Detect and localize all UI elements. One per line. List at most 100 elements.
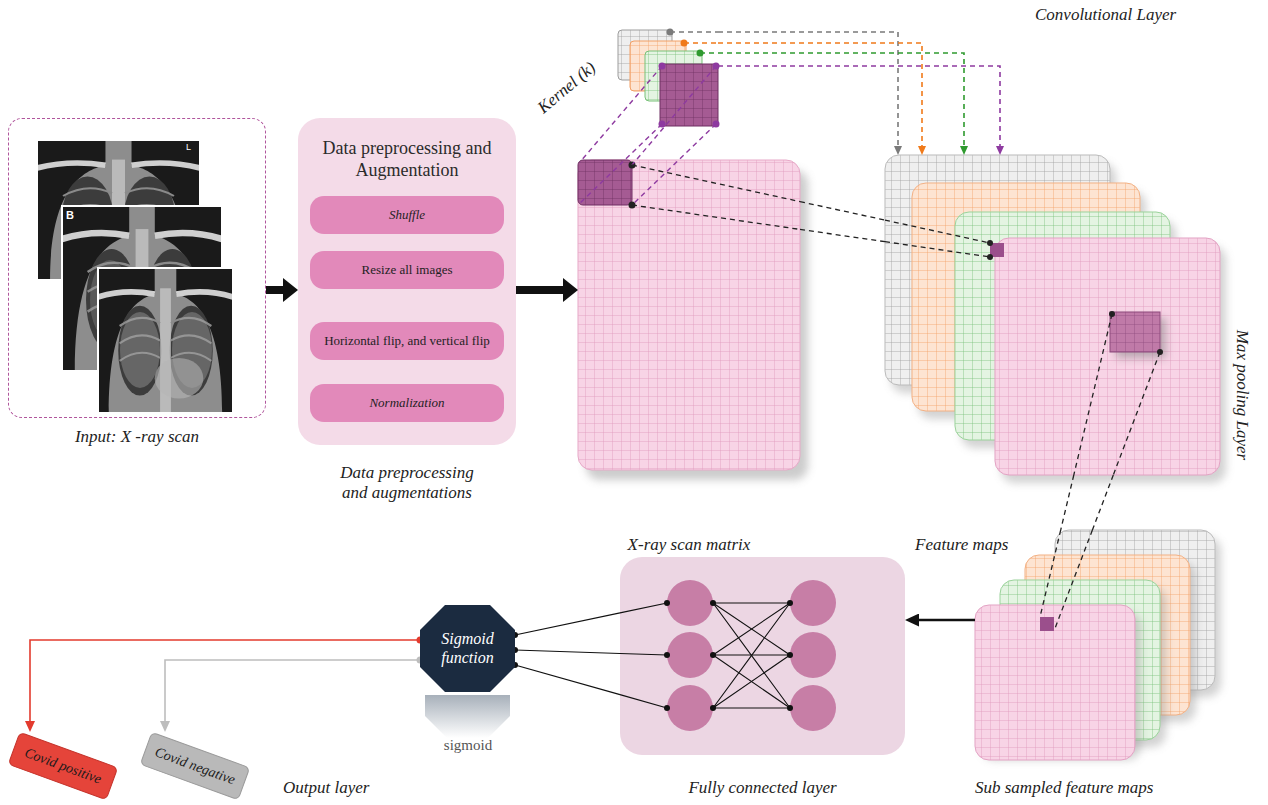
panel-caption: Data preprocessing and augmentations bbox=[298, 463, 516, 504]
xray-image bbox=[98, 268, 233, 413]
dense-layer-graphic bbox=[667, 580, 713, 626]
dense-connection bbox=[620, 603, 790, 708]
neuron-dot bbox=[710, 705, 716, 711]
projection-line bbox=[1092, 475, 1113, 530]
flow-arrow bbox=[919, 619, 975, 622]
feature-map-layers bbox=[987, 240, 993, 246]
augmentation-step: Resize all images bbox=[310, 251, 504, 289]
projection-line bbox=[1113, 352, 1160, 475]
projection-line bbox=[1074, 314, 1112, 475]
neuron-dot bbox=[664, 652, 670, 658]
dense-link bbox=[515, 613, 620, 635]
input-panel: Input: X -ray scan bbox=[8, 118, 266, 418]
panel-heading: Data preprocessing and Augmentation bbox=[298, 138, 516, 181]
kernel-projection bbox=[580, 124, 662, 203]
projection-line bbox=[632, 205, 800, 229]
dense-link bbox=[515, 665, 620, 695]
neuron-dot bbox=[664, 600, 670, 606]
kernel-arrow bbox=[718, 32, 898, 146]
reflection-caption: sigmoid bbox=[444, 736, 492, 754]
layer-title: Convolutional Layer bbox=[1035, 5, 1176, 25]
kernel-projection bbox=[580, 66, 716, 205]
feature-map-layers bbox=[987, 254, 993, 260]
output-arrow bbox=[165, 660, 420, 721]
dense-connection bbox=[713, 603, 790, 708]
scan-matrix-grid bbox=[578, 160, 808, 480]
scan-matrix-grid bbox=[578, 160, 800, 470]
neuron-dot bbox=[664, 600, 793, 711]
kernel-projection bbox=[632, 66, 716, 165]
dense-link bbox=[515, 650, 620, 654]
kernel-stub bbox=[684, 42, 718, 44]
neuron-dot bbox=[787, 600, 793, 606]
output-arrow bbox=[30, 640, 420, 721]
pooled-cell bbox=[1040, 617, 1054, 631]
augmentation-step: Horizontal flip, and vertical flip bbox=[310, 322, 504, 360]
kernel-squares bbox=[580, 29, 720, 206]
projection-line bbox=[1040, 530, 1061, 617]
augmentation-step: Shuffle bbox=[310, 196, 504, 234]
kernel-squares bbox=[681, 40, 688, 47]
dense-layer-graphic bbox=[667, 632, 713, 678]
layer-title: Output layer bbox=[283, 778, 369, 798]
tag-shape bbox=[140, 732, 249, 800]
neuron-dot bbox=[710, 652, 716, 658]
flow-arrow bbox=[516, 286, 563, 294]
xray-frame bbox=[98, 268, 233, 413]
subsampled-map-layers bbox=[975, 605, 1135, 760]
step-text: Shuffle bbox=[389, 207, 425, 223]
projection-line bbox=[1061, 475, 1074, 530]
kernel-projection bbox=[580, 66, 662, 162]
projection-line bbox=[885, 242, 990, 257]
kernel-projection bbox=[632, 124, 716, 205]
subsampled-map-stack: Sub sampled feature maps bbox=[975, 530, 1215, 760]
projection-line bbox=[1054, 530, 1092, 631]
scan-matrix: X-ray scan matrix bbox=[578, 160, 800, 470]
feature-map-stack: Feature maps bbox=[885, 155, 1220, 475]
scan-matrix-grid bbox=[578, 160, 632, 205]
dense-layer-graphic bbox=[790, 632, 836, 678]
feature-map-layers bbox=[995, 238, 1220, 475]
projection-line bbox=[632, 165, 800, 202]
step-text: Normalization bbox=[369, 395, 444, 411]
kernel-arrow bbox=[718, 43, 922, 146]
feature-map-layers bbox=[885, 155, 1226, 483]
output-tag: Covid negative bbox=[140, 732, 250, 800]
kernel-arrow bbox=[718, 53, 964, 146]
step-text: Resize all images bbox=[362, 262, 453, 278]
preprocessing-panel: Data preprocessing and AugmentationData … bbox=[298, 118, 516, 445]
dense-connection bbox=[620, 603, 667, 708]
dense-connection bbox=[713, 603, 790, 708]
output-tag: Covid positive bbox=[8, 732, 118, 800]
dense-layer-graphic bbox=[667, 685, 713, 731]
sigmoid-octagon: Sigmoid function bbox=[420, 605, 515, 692]
tag-shape bbox=[8, 732, 117, 800]
dense-layer-graphic bbox=[790, 580, 836, 626]
layer-label: Fully connected layer bbox=[620, 778, 905, 798]
neuron-dot bbox=[710, 600, 716, 606]
augmentation-step: Normalization bbox=[310, 384, 504, 422]
dense-layer-graphic bbox=[620, 557, 905, 755]
image-marker: B bbox=[66, 209, 74, 222]
stack-label: Sub sampled feature maps bbox=[975, 778, 1153, 798]
kernel-stub bbox=[670, 32, 718, 53]
panel-title: Input: X -ray scan bbox=[9, 427, 265, 447]
neuron-dot bbox=[664, 705, 670, 711]
lung-haze bbox=[120, 312, 160, 388]
xray-images bbox=[37, 140, 233, 413]
neuron-dot bbox=[787, 652, 793, 658]
dense-layer-graphic bbox=[790, 685, 836, 731]
kernel-label: Kernel (k) bbox=[534, 58, 600, 118]
lung-haze bbox=[172, 312, 212, 388]
dense-connection bbox=[713, 603, 790, 708]
image-marker: L bbox=[186, 142, 191, 153]
function-label: Sigmoid function bbox=[420, 630, 515, 667]
stack-label: Feature maps bbox=[915, 535, 1008, 555]
kernel-stub bbox=[670, 31, 718, 33]
pooling-window bbox=[1110, 312, 1160, 352]
projection-line bbox=[800, 229, 885, 241]
projection-line bbox=[800, 202, 885, 221]
octagon-reflection bbox=[425, 695, 510, 738]
